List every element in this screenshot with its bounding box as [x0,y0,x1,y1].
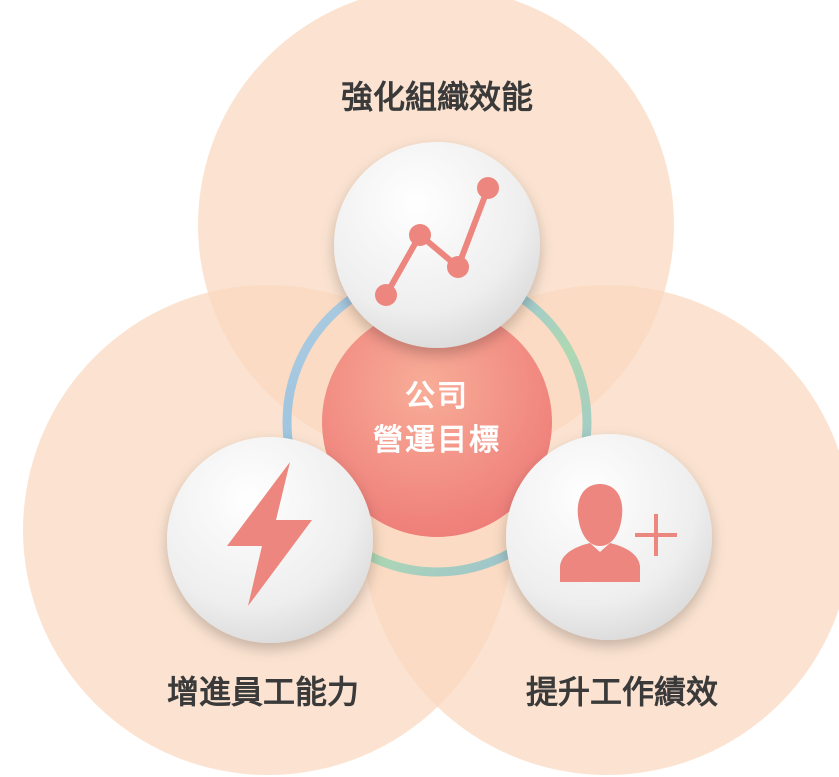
pillar-left-label: 增進員工能力 [167,673,359,711]
pillar-top-label: 強化組織效能 [341,78,533,116]
add-user-icon [560,484,677,582]
badge-left [167,437,373,643]
badge-right [506,434,712,640]
pillar-right-label: 提升工作績效 [526,673,718,711]
badge-top [334,142,540,348]
lightning-bolt-icon [227,462,312,606]
line-chart-icon [375,177,499,306]
center-circle [322,307,552,537]
center-label-line2: 營運目標 [373,423,501,458]
center-label-line1: 公司 [405,379,469,414]
